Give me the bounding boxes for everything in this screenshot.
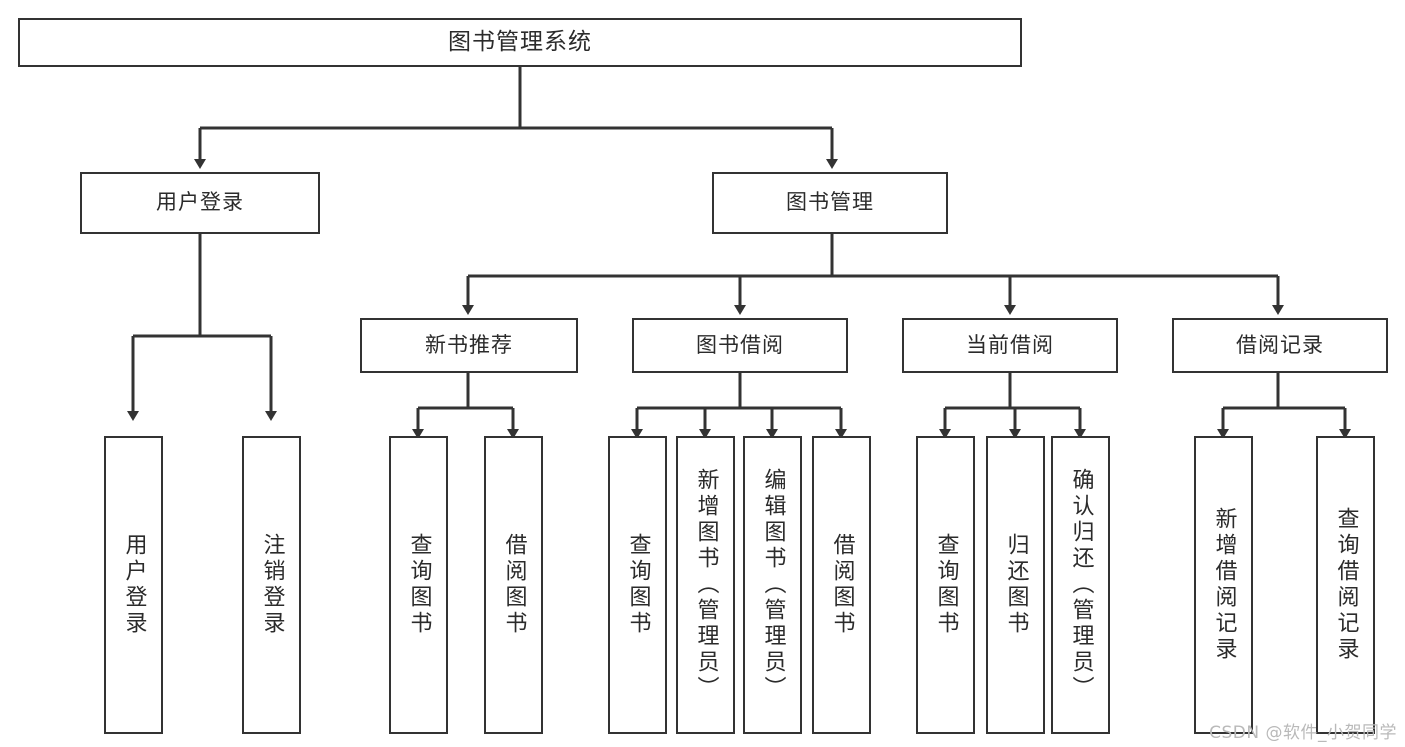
leaf-borrow-record-add[interactable]: 新增借阅记录 [1194, 436, 1253, 734]
leaf-new-book-query[interactable]: 查询图书 [389, 436, 448, 734]
leaf-borrow-record-add-label: 新增借阅记录 [1211, 507, 1237, 663]
node-borrow-record[interactable]: 借阅记录 [1172, 318, 1388, 373]
node-user-login-label: 用户登录 [156, 190, 244, 215]
node-book-management-label: 图书管理 [786, 190, 874, 215]
leaf-user-login-logout-label: 注销登录 [259, 533, 285, 637]
leaf-book-borrow-query[interactable]: 查询图书 [608, 436, 667, 734]
node-root[interactable]: 图书管理系统 [18, 18, 1022, 67]
node-user-login[interactable]: 用户登录 [80, 172, 320, 234]
node-current-borrow[interactable]: 当前借阅 [902, 318, 1118, 373]
leaf-new-book-query-label: 查询图书 [406, 533, 432, 637]
node-new-book-recommend-label: 新书推荐 [425, 332, 513, 357]
leaf-book-borrow-borrow-label: 借阅图书 [829, 533, 855, 637]
leaf-book-borrow-add-label: 新增图书（管理员） [693, 468, 719, 702]
leaf-book-borrow-borrow[interactable]: 借阅图书 [812, 436, 871, 734]
leaf-current-borrow-query-label: 查询图书 [933, 533, 959, 637]
leaf-new-book-borrow[interactable]: 借阅图书 [484, 436, 543, 734]
leaf-user-login-login-label: 用户登录 [121, 533, 147, 637]
leaf-book-borrow-edit[interactable]: 编辑图书（管理员） [743, 436, 802, 734]
leaf-current-borrow-query[interactable]: 查询图书 [916, 436, 975, 734]
node-book-borrow-label: 图书借阅 [696, 332, 784, 357]
node-current-borrow-label: 当前借阅 [966, 332, 1054, 357]
leaf-user-login-login[interactable]: 用户登录 [104, 436, 163, 734]
node-book-borrow[interactable]: 图书借阅 [632, 318, 848, 373]
leaf-borrow-record-query[interactable]: 查询借阅记录 [1316, 436, 1375, 734]
watermark-text: CSDN @软件_小贺同学 [1209, 723, 1397, 743]
node-root-label: 图书管理系统 [448, 28, 592, 55]
leaf-book-borrow-add[interactable]: 新增图书（管理员） [676, 436, 735, 734]
leaf-current-borrow-return-label: 归还图书 [1003, 533, 1029, 637]
node-borrow-record-label: 借阅记录 [1236, 332, 1324, 357]
node-book-management[interactable]: 图书管理 [712, 172, 948, 234]
leaf-book-borrow-query-label: 查询图书 [625, 533, 651, 637]
leaf-current-borrow-return[interactable]: 归还图书 [986, 436, 1045, 734]
leaf-new-book-borrow-label: 借阅图书 [501, 533, 527, 637]
leaf-user-login-logout[interactable]: 注销登录 [242, 436, 301, 734]
leaf-current-borrow-confirm-label: 确认归还（管理员） [1068, 468, 1094, 702]
node-new-book-recommend[interactable]: 新书推荐 [360, 318, 578, 373]
leaf-book-borrow-edit-label: 编辑图书（管理员） [760, 468, 786, 702]
leaf-borrow-record-query-label: 查询借阅记录 [1333, 507, 1359, 663]
leaf-current-borrow-confirm[interactable]: 确认归还（管理员） [1051, 436, 1110, 734]
